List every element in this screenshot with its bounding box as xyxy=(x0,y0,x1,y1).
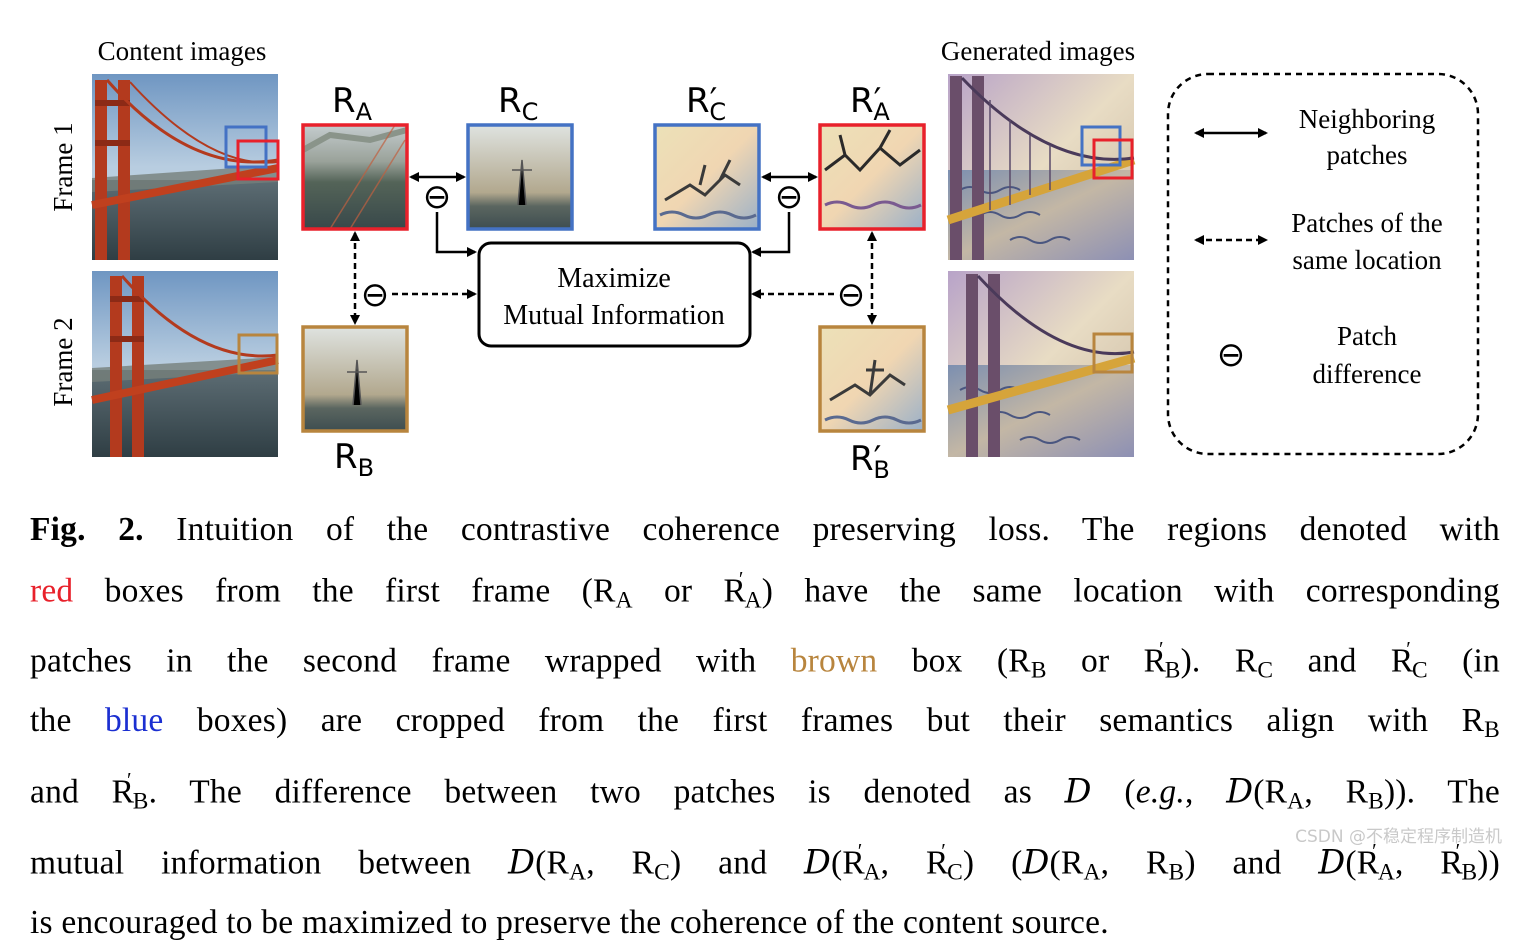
legend-same-location-2: same location xyxy=(1292,245,1442,275)
caption-line-6: mutual information between D(RA, RC) and… xyxy=(30,839,1501,886)
caption-blue-word: blue xyxy=(104,702,164,740)
caption-line-7: is encouraged to be maximized to preserv… xyxy=(30,903,1109,941)
patch-rb-prime xyxy=(818,325,926,433)
caption-brown-word: brown xyxy=(790,642,878,680)
legend-neighboring-2: patches xyxy=(1327,140,1408,170)
caption-line-5: and R′B. The difference between two patc… xyxy=(30,768,1500,815)
patch-rc-prime xyxy=(653,123,761,231)
connector-top-left xyxy=(435,212,477,257)
generated-image-frame1 xyxy=(946,74,1136,260)
maximize-mi-line1: Maximize xyxy=(557,263,671,294)
figure-caption: Fig. 2. Intuition of the contrastive coh… xyxy=(30,505,1500,947)
patch-rc xyxy=(466,123,574,231)
caption-line-1: Fig. 2. Intuition of the contrastive coh… xyxy=(30,511,1500,548)
caption-red-word: red xyxy=(30,572,74,610)
frame1-label: Frame 1 xyxy=(48,122,78,211)
content-image-frame2 xyxy=(91,271,279,457)
label-rb-prime: R′B xyxy=(850,439,890,484)
legend-same-location-1: Patches of the xyxy=(1291,208,1442,238)
difference-symbol-bottom-right: ⊖ xyxy=(837,275,866,315)
maximize-mi-line2: Mutual Information xyxy=(503,300,725,331)
label-rb: RB xyxy=(334,437,374,482)
caption-line-4: the blue boxes) are cropped from the fir… xyxy=(30,702,1500,744)
legend-neighboring-1: Neighboring xyxy=(1299,104,1435,134)
difference-symbol-top-left: ⊖ xyxy=(423,177,452,217)
patch-ra-prime xyxy=(818,123,926,231)
legend-difference-symbol: ⊖ xyxy=(1217,335,1246,375)
content-images-header: Content images xyxy=(98,36,267,66)
difference-symbol-top-right: ⊖ xyxy=(775,177,804,217)
label-ra: RA xyxy=(332,81,373,126)
difference-symbol-bottom-left: ⊖ xyxy=(361,275,390,315)
connector-top-right xyxy=(751,212,791,257)
label-ra-prime: R′A xyxy=(850,81,890,126)
generated-images-header: Generated images xyxy=(941,36,1135,66)
frame2-label: Frame 2 xyxy=(48,317,78,406)
generated-image-frame2 xyxy=(946,271,1136,457)
legend: Neighboring patches Patches of the same … xyxy=(1166,72,1480,456)
maximize-mi-box xyxy=(477,241,752,348)
patch-ra xyxy=(301,123,409,231)
patch-rb xyxy=(301,325,409,433)
caption-line-2: red boxes from the first frame (RA or R′… xyxy=(30,567,1501,613)
content-image-frame1 xyxy=(91,74,280,260)
caption-line-3: patches in the second frame wrapped with… xyxy=(30,638,1500,684)
watermark: CSDN @不稳定程序制造机 xyxy=(1295,827,1502,847)
label-rc-prime: R′C xyxy=(686,81,726,126)
legend-difference-1: Patch xyxy=(1337,321,1397,351)
label-rc: RC xyxy=(498,81,538,126)
figure-diagram: Content images Generated images Frame 1 … xyxy=(48,36,1480,484)
caption-fig-label: Fig. 2. xyxy=(30,511,144,548)
legend-difference-2: difference xyxy=(1313,359,1422,389)
